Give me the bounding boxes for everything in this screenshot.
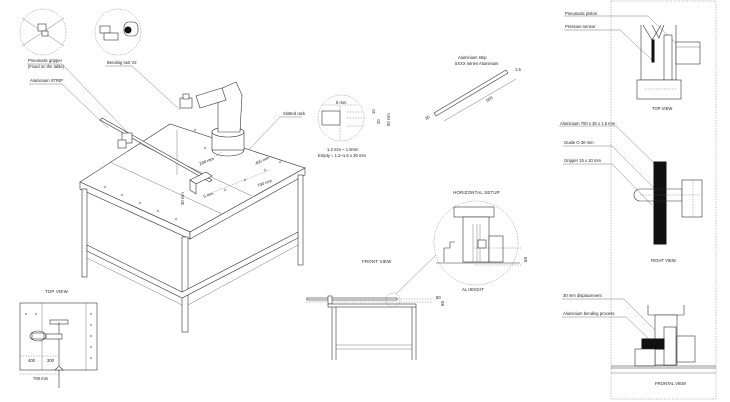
front-dim-small: 60 — [436, 295, 441, 300]
right-panel: Pneumatic piston Pressure sensor TOP VIE… — [559, 0, 717, 400]
slot-dim-50: 50 mm — [386, 113, 391, 126]
slot-dim-10: 10 — [371, 109, 376, 114]
small-dim-700: 700 mm — [33, 376, 49, 381]
right-view-title: RIGHT VIEW — [651, 258, 676, 263]
rack-label: Slotted rack — [283, 111, 306, 116]
slot-dim-20: 20 — [376, 119, 381, 124]
horizontal-setup-detail: HORIZONTAL SETUP 60 AL HEIGHT — [433, 190, 528, 292]
strip-title: Aluminium strip — [458, 55, 487, 60]
guide-label: Guide O 30 mm — [564, 140, 594, 145]
small-top-view: TOP VIEW 400 300 700 mm — [19, 289, 98, 388]
aluminium-strip-detail: Aluminium strip 5XXX series Aluminium 1.… — [424, 55, 521, 122]
aluminium-label: Aluminium 700 x 30 x 1.5 mm — [560, 121, 616, 126]
horizontal-setup-title: HORIZONTAL SETUP — [453, 190, 500, 195]
setup-dim-60: 60 — [523, 256, 528, 262]
bending-tool-detail-circle — [94, 8, 142, 56]
al-height-label: AL HEIGHT — [462, 287, 484, 292]
slot-detail: 5 mm 10 20 50 mm 1.2 mm ~ 1.5mm Empty = … — [317, 94, 391, 158]
small-top-view-title: TOP VIEW — [45, 289, 69, 294]
robot-arm — [179, 81, 245, 157]
strip-subtitle: 5XXX series Aluminium — [455, 61, 499, 66]
strip-thickness: 1.5 — [515, 67, 521, 72]
bending-tool-label: Bending tool V2 — [107, 60, 137, 65]
small-dim-300: 300 — [47, 358, 55, 363]
strip-width: 30 — [424, 114, 431, 121]
front-view: FRONT VIEW 60 60 — [306, 254, 445, 360]
displacement-label: 30 mm displacement — [563, 293, 602, 298]
top-view-title: TOP VIEW — [652, 106, 672, 111]
slot-width: 5 mm — [336, 100, 347, 105]
sensor-label: Pressure sensor — [565, 24, 596, 29]
dim-700mm: 700 mm — [257, 178, 273, 188]
frontal-view-title: FRONTAL VIEW — [655, 381, 686, 386]
slot-thickness: 1.2 mm ~ 1.5mm — [327, 147, 359, 152]
isometric-table: 200 mm 400 mm 700 mm 30 mm 5 mm — [79, 81, 306, 333]
strip-length: 500 — [485, 95, 494, 103]
gripper-detail-circle — [19, 8, 67, 56]
strip-label: Aluminium STRIP — [30, 78, 63, 83]
slot-empty: Empty = 1.2~1.6 x 30 mm — [318, 153, 366, 158]
dim-5mm: 5 mm — [203, 190, 215, 198]
small-dim-400: 400 — [28, 358, 36, 363]
piston-label: Pneumatic piston — [565, 11, 598, 16]
dim-200mm: 200 mm — [199, 156, 215, 166]
dim-400mm: 400 mm — [254, 155, 270, 166]
front-view-title: FRONT VIEW — [362, 259, 392, 264]
gripper-sublabel: (Fixed on the table) — [28, 64, 65, 69]
dim-30mm: 30 mm — [180, 192, 185, 205]
front-dim-60: 60 — [440, 300, 445, 306]
gripper-size-label: Gripper 15 x 10 mm — [564, 158, 602, 163]
bending-process-label: Aluminium bending process — [563, 311, 614, 316]
gripper-label: Pneumatic gripper — [28, 58, 63, 63]
